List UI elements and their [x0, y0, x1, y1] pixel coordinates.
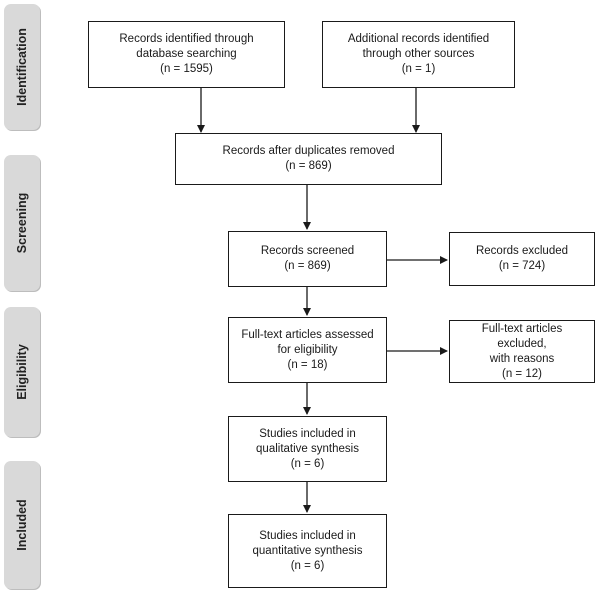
- box-line: Records after duplicates removed: [222, 145, 395, 157]
- phase-identification-label: Identification: [15, 28, 29, 106]
- box-line: for eligibility: [277, 343, 338, 356]
- phase-screening-label: Screening: [15, 192, 29, 254]
- phase-screening: Screening: [4, 155, 40, 291]
- box-fulltext-excluded: Full-text articles excluded, with reason…: [449, 320, 595, 383]
- phase-eligibility: Eligibility: [4, 307, 40, 437]
- box-line: (n = 6): [290, 559, 325, 572]
- box-fulltext-assessed: Full-text articles assessed for eligibil…: [228, 317, 387, 383]
- box-qualitative-synthesis: Studies included in qualitative synthesi…: [228, 416, 387, 482]
- phase-identification: Identification: [4, 4, 40, 130]
- box-line: (n = 6): [290, 457, 325, 470]
- box-line: quantitative synthesis: [252, 544, 363, 557]
- phase-included: Included: [4, 461, 40, 589]
- box-line: (n = 18): [287, 358, 328, 371]
- box-line: (n = 869): [285, 160, 332, 172]
- box-line: (n = 12): [502, 367, 542, 380]
- box-line: Records identified through: [119, 33, 254, 45]
- box-line: Studies included in: [259, 529, 356, 542]
- box-line: (n = 1): [401, 63, 436, 75]
- box-line: Records excluded: [475, 245, 569, 257]
- box-duplicates-removed: Records after duplicates removed (n = 86…: [175, 133, 442, 185]
- box-line: (n = 869): [284, 260, 331, 272]
- box-line: with reasons: [489, 352, 555, 365]
- box-line: Full-text articles assessed: [241, 328, 374, 341]
- box-line: database searching: [136, 48, 237, 60]
- box-quantitative-synthesis: Studies included in quantitative synthes…: [228, 514, 387, 588]
- phase-eligibility-label: Eligibility: [15, 344, 29, 400]
- box-database-search: Records identified through database sear…: [88, 21, 285, 88]
- phase-included-label: Included: [15, 499, 29, 551]
- box-line: Additional records identified: [347, 33, 490, 45]
- box-line: Full-text articles excluded,: [481, 322, 563, 350]
- box-records-screened: Records screened (n = 869): [228, 231, 387, 287]
- box-line: qualitative synthesis: [256, 442, 359, 455]
- box-line: through other sources: [362, 48, 475, 60]
- box-line: (n = 1595): [160, 63, 213, 75]
- box-line: (n = 724): [498, 260, 546, 272]
- box-line: Studies included in: [259, 427, 356, 440]
- box-other-sources: Additional records identified through ot…: [322, 21, 515, 88]
- box-records-excluded: Records excluded (n = 724): [449, 232, 595, 286]
- box-line: Records screened: [260, 245, 355, 257]
